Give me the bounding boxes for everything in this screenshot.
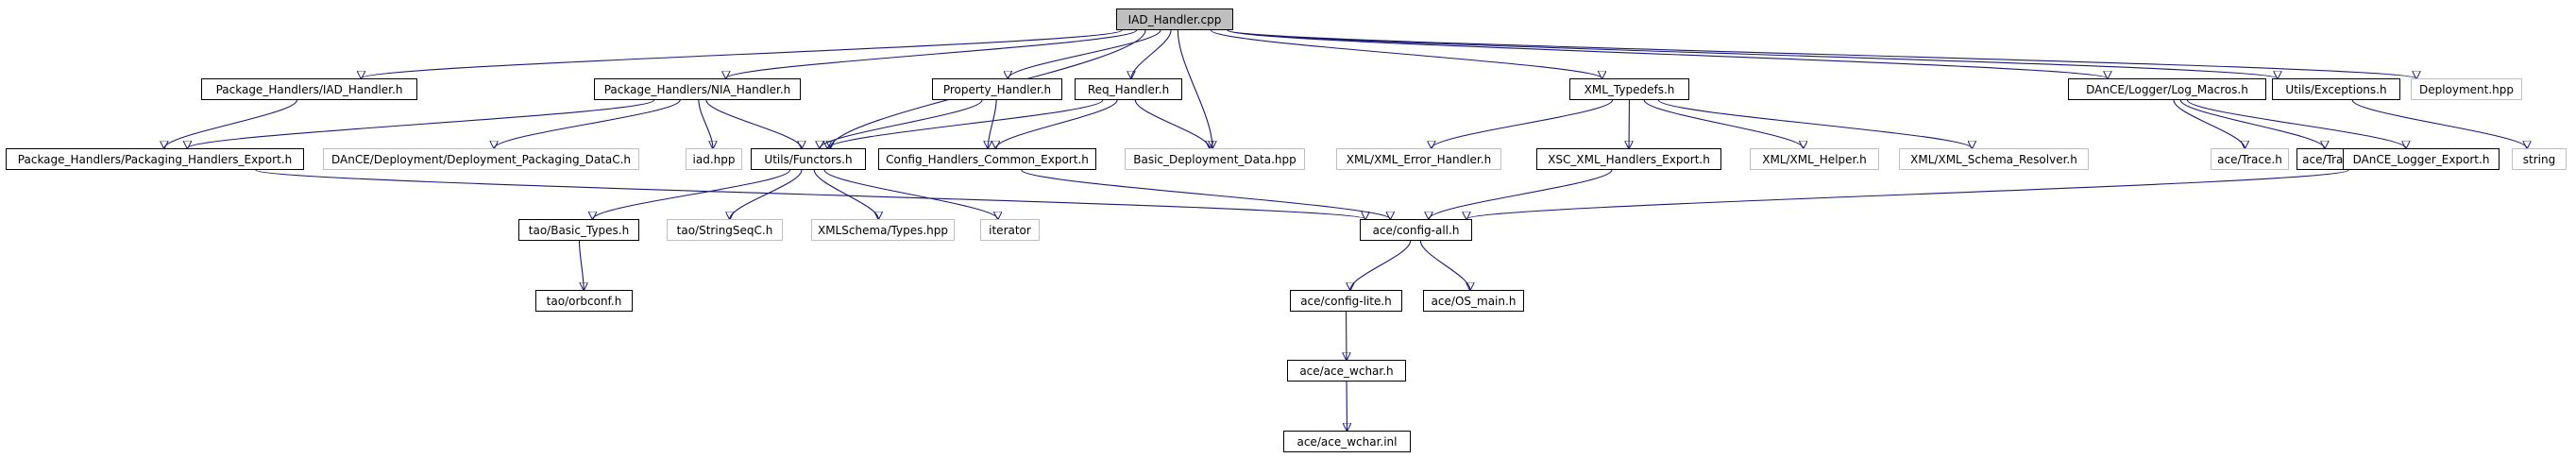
node-bdd: Basic_Deployment_Data.hpp [1125,148,1305,170]
node-xeh: XML/XML_Error_Handler.h [1336,148,1501,170]
edge-iadh-to-pkgexp [164,99,297,148]
node-uexc[interactable]: Utils/Exceptions.h [2272,78,2400,100]
edge-logm-to-dlexp [2186,99,2406,148]
edge-basict-to-orbconf [578,240,584,290]
edge-niah-to-iadhpp [698,99,713,148]
node-root[interactable]: IAD_Handler.cpp [1116,8,1233,30]
node-orbconf[interactable]: tao/orbconf.h [535,290,633,312]
edge-root-to-proph [1008,29,1161,78]
edge-chce-to-cfgall [1021,169,1390,219]
node-ufunc[interactable]: Utils/Functors.h [751,148,866,170]
edge-niah-to-pkgexp [187,99,655,148]
node-dlexp[interactable]: DAnCE_Logger_Export.h [2343,148,2500,170]
edge-ufunc-to-xsdtypes [813,169,878,219]
node-xsdtypes: XMLSchema/Types.hpp [811,219,955,241]
node-dephpp: Deployment.hpp [2411,78,2522,100]
edge-xmltd-to-xeh [1432,99,1614,148]
edge-logm-to-trace2 [2179,99,2325,148]
node-xscexp[interactable]: XSC_XML_Handlers_Export.h [1536,148,1721,170]
node-string: string [2512,148,2567,170]
node-iadh[interactable]: Package_Handlers/IAD_Handler.h [201,78,417,100]
edge-dlexp-to-cfgall [1466,169,2349,219]
edge-ufunc-to-strseq [730,169,803,219]
node-xmltd[interactable]: XML_Typedefs.h [1569,78,1689,100]
node-chce[interactable]: Config_Handlers_Common_Export.h [878,148,1096,170]
edge-proph-to-chce [988,99,997,148]
edge-root-to-logm [1227,29,2108,78]
edge-root-to-niah [726,29,1138,78]
edge-root-to-reqh [1131,29,1172,78]
edge-niah-to-ufunc [705,99,802,148]
edge-root-to-bdd [1177,29,1212,148]
edge-ufunc-to-iter [823,169,998,219]
edge-cfgall-to-osmain [1419,240,1469,290]
node-wcharinl[interactable]: ace/ace_wchar.inl [1283,431,1411,452]
node-strseq: tao/StringSeqC.h [667,219,783,241]
edge-niah-to-ddpc [494,99,681,148]
node-iadhpp: iad.hpp [686,148,742,170]
edge-xmltd-to-xres [1657,99,1972,148]
node-osmain[interactable]: ace/OS_main.h [1423,290,1524,312]
edge-cfgall-to-cfglite [1350,240,1412,290]
edge-reqh-to-ufunc [827,99,1104,148]
edge-pkgexp-to-cfgall [255,169,1365,219]
edge-root-to-xmltd [1210,29,1602,78]
edge-xscexp-to-cfgall [1429,169,1613,219]
edge-logm-to-trace1 [2173,99,2245,148]
edge-root-to-iadh [361,29,1123,78]
node-ddpc: DAnCE/Deployment/Deployment_Packaging_Da… [323,148,639,170]
node-xres: XML/XML_Schema_Resolver.h [1899,148,2089,170]
node-niah[interactable]: Package_Handlers/NIA_Handler.h [594,78,801,100]
node-proph[interactable]: Property_Handler.h [932,78,1062,100]
node-basict[interactable]: tao/Basic_Types.h [518,219,639,241]
node-logm[interactable]: DAnCE/Logger/Log_Macros.h [2068,78,2266,100]
edge-proph-to-ufunc [820,99,983,148]
edge-root-to-uexc [1227,29,2278,78]
node-cfgall[interactable]: ace/config-all.h [1360,219,1472,241]
edge-root-to-dephpp [1227,29,2416,78]
edge-reqh-to-chce [995,99,1118,148]
edge-ufunc-to-basict [593,169,791,219]
node-wchar[interactable]: ace/ace_wchar.h [1287,360,1406,382]
edge-uexc-to-string [2351,99,2527,148]
node-iter: iterator [980,219,1040,241]
edge-reqh-to-bdd [1134,99,1210,148]
node-reqh[interactable]: Req_Handler.h [1075,78,1182,100]
node-xhelp: XML/XML_Helper.h [1750,148,1879,170]
node-cfglite[interactable]: ace/config-lite.h [1290,290,1402,312]
node-pkgexp[interactable]: Package_Handlers/Packaging_Handlers_Expo… [6,148,304,170]
edge-xmltd-to-xhelp [1643,99,1804,148]
node-trace1: ace/Trace.h [2211,148,2289,170]
